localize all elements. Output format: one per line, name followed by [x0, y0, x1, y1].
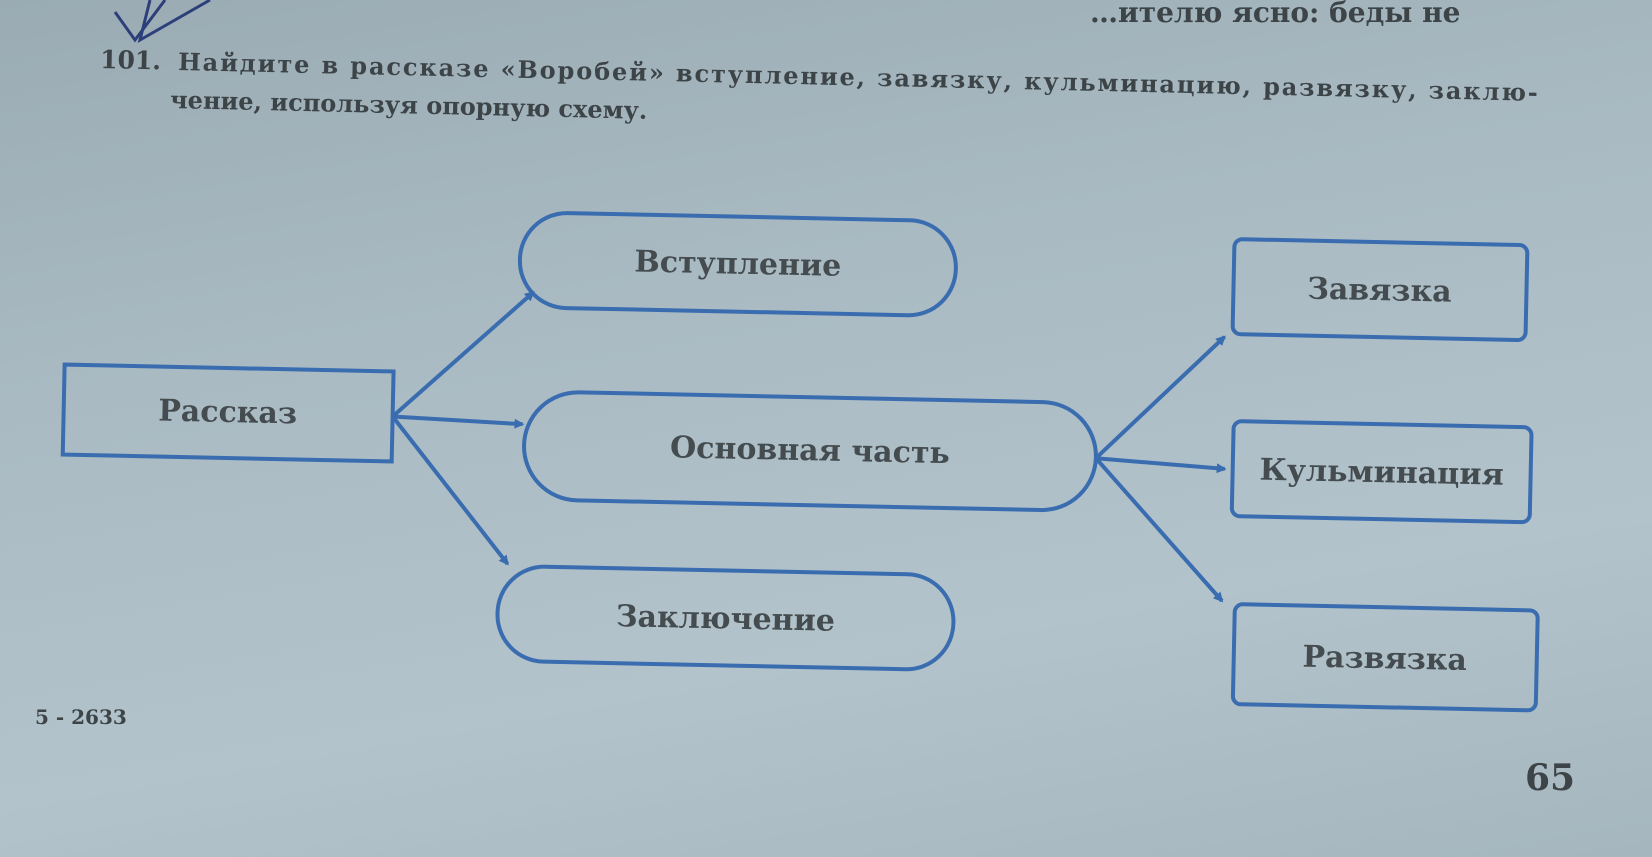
task-text-line2: чение, используя опорную схему.	[170, 85, 648, 125]
node-main-part: Основная часть	[670, 430, 951, 471]
node-exposition: Завязка	[1307, 272, 1452, 310]
node-story-box	[60, 362, 396, 464]
arrow-to-climax	[1095, 456, 1227, 474]
arrow-to-resolution	[1094, 456, 1224, 603]
print-code: 5 - 2633	[35, 705, 127, 729]
task-number: 101.	[100, 45, 162, 75]
node-conclusion: Заключение	[616, 599, 836, 639]
pen-checkmark	[113, 0, 211, 44]
story-structure-diagram: Рассказ Вступление Основная часть Заключ…	[60, 211, 1540, 713]
node-main-part-box	[522, 390, 1098, 513]
node-story: Рассказ	[158, 394, 297, 432]
arrow-to-main-part	[392, 414, 525, 429]
page-number: 65	[1525, 757, 1575, 799]
arrow-to-conclusion	[391, 415, 510, 566]
node-resolution: Развязка	[1302, 640, 1467, 678]
node-introduction: Вступление	[634, 244, 842, 283]
node-introduction-box	[517, 211, 958, 318]
node-climax-box	[1229, 419, 1534, 525]
node-conclusion-box	[495, 564, 956, 672]
arrow-to-introduction	[391, 290, 535, 418]
node-climax: Кульминация	[1259, 453, 1504, 493]
node-exposition-box	[1230, 237, 1530, 343]
node-resolution-box	[1230, 602, 1540, 713]
previous-text-fragment: …ителю ясно: беды не	[1090, 0, 1460, 29]
arrow-to-exposition	[1094, 335, 1226, 460]
